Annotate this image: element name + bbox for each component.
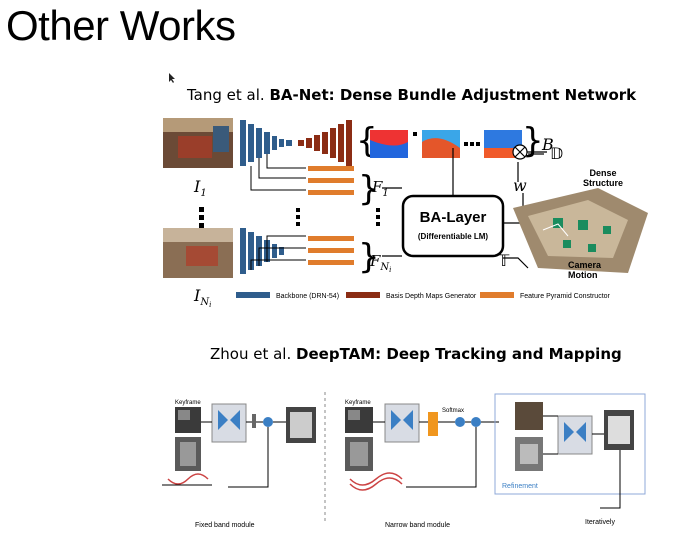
input-image-first [163,118,233,168]
ellipsis-dots [199,207,204,228]
network-block-3 [557,415,593,455]
brace-feature-first: } [358,169,380,209]
weight-label: w [513,176,527,195]
narrow-band-module-label: Narrow band module [385,522,450,529]
ba-net-figure: I1 INi { } B } F1 [163,118,648,308]
refinement-label: Refinement [502,483,538,490]
camera-motion-line1: Camera [568,260,602,270]
feature-label-first: F1 [371,178,389,199]
brace-feature-last: } [358,237,380,277]
basis-label: B [541,135,554,154]
backbone-connections-top [250,154,306,191]
ellipsis-dots-middle [296,208,380,226]
slide-title: Other Works [6,2,236,49]
feature-label-last: FNi [369,252,391,274]
legend-label-feature: Feature Pyramid Constructor [520,293,611,300]
backbone-top [240,120,292,166]
band-curve-1 [167,473,209,485]
sum-node-1 [263,417,273,427]
feature-pyramid-top [308,166,354,195]
sum-node-3 [471,417,481,427]
dense-structure-line1: Dense [589,168,616,178]
input-label-last: INi [193,286,211,308]
legend-swatch-feature [480,292,514,298]
deeptam-authors: Zhou et al. [210,345,292,363]
dense-structure-line2: Structure [583,178,623,188]
ba-net-title: BA-Net: Dense Bundle Adjustment Network [269,86,637,104]
softmax-label: Softmax [442,408,464,414]
keyframe-label-2: Keyframe [345,400,371,406]
refinement-keyframe [515,402,543,430]
ba-layer-box: BA-Layer (Differentiable LM) [401,194,505,258]
network-block-1 [211,403,247,443]
input-label-first: I1 [193,177,207,199]
network-block-2 [384,403,420,443]
refinement-box [494,393,646,495]
multiply-operator [512,144,528,160]
input-image-last [163,228,233,278]
feature-pyramid-bottom [308,236,354,265]
basis-generator [298,120,352,166]
legend-swatch-backbone [236,292,270,298]
legend: Backbone (DRN-54) Basis Depth Maps Gener… [236,292,611,300]
ba-net-authors: Tang et al. [187,86,265,104]
iteratively-label: Iteratively [585,519,615,526]
legend-label-basis: Basis Depth Maps Generator [386,293,477,300]
deeptam-title: DeepTAM: Deep Tracking and Mapping [296,345,622,363]
depth-symbol: 𝔻 [550,144,563,163]
band-curve-2 [349,472,403,491]
softmax-block [428,412,438,436]
ba-net-caption: Tang et al. BA-Net: Dense Bundle Adjustm… [187,86,636,104]
transform-symbol: 𝕋 [497,251,510,270]
ba-layer-subtitle: (Differentiable LM) [418,232,489,241]
deeptam-caption: Zhou et al. DeepTAM: Deep Tracking and M… [210,345,622,363]
keyframe-label-1: Keyframe [175,400,201,406]
reconstruction-image [513,188,648,273]
fixed-band-module-label: Fixed band module [195,522,255,529]
sum-node-2 [455,417,465,427]
legend-swatch-basis [346,292,380,298]
depth-maps [370,130,522,158]
camera-motion-line2: Motion [568,270,598,280]
backbone-connections-bottom [250,235,306,270]
deeptam-figure: Keyframe Fixed band module Keyframe Soft… [162,392,646,529]
mouse-cursor-icon [169,73,175,83]
legend-label-backbone: Backbone (DRN-54) [276,293,339,300]
ba-layer-title: BA-Layer [420,209,487,226]
backbone-bottom [240,228,284,274]
